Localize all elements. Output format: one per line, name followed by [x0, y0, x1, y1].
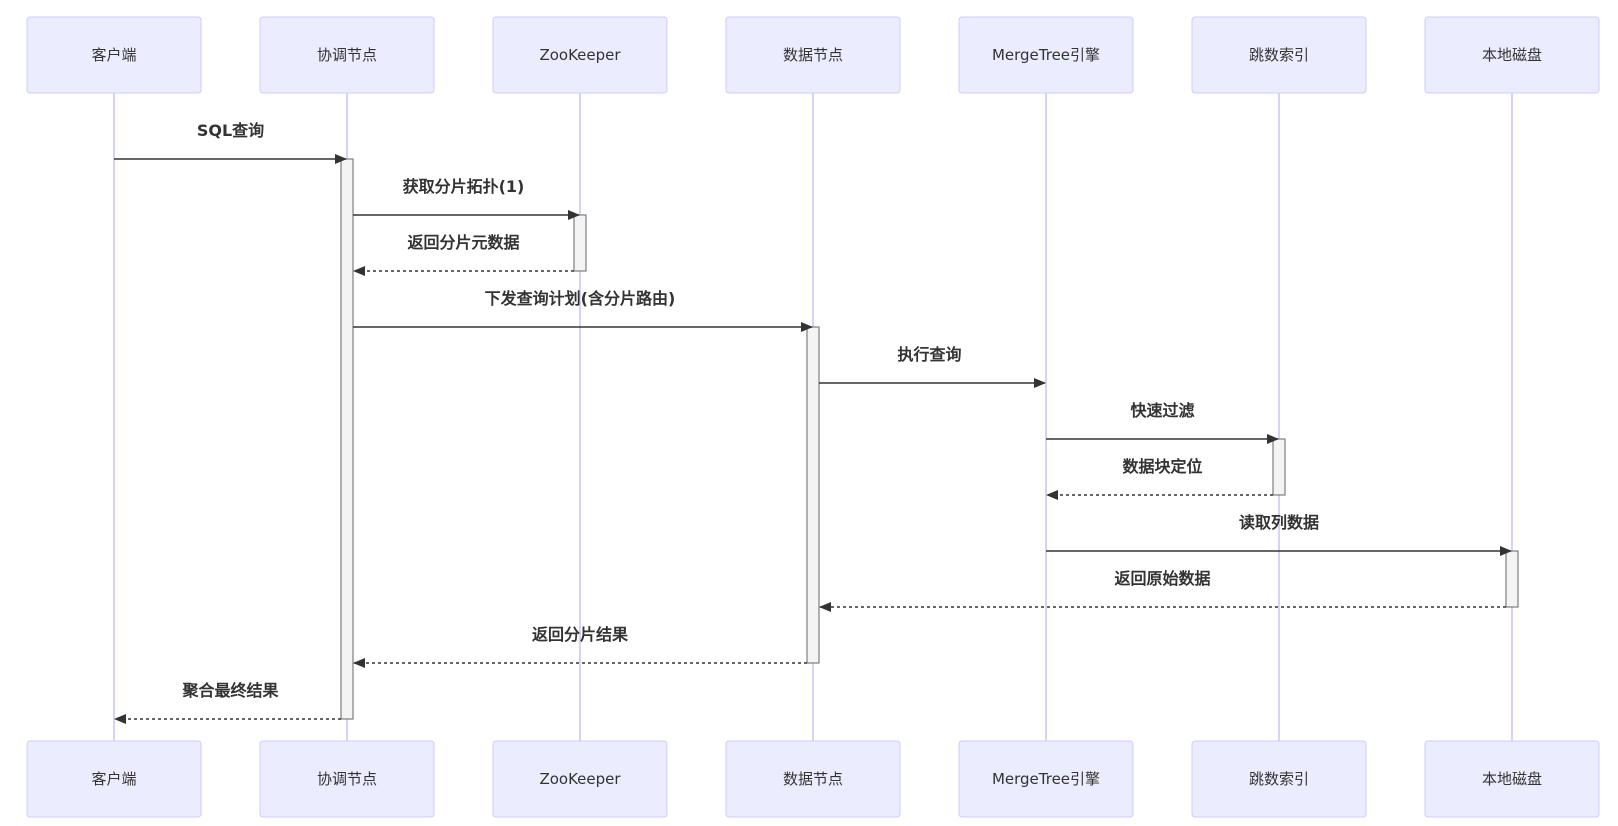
participant-label: 协调节点	[317, 46, 377, 64]
message-label: 读取列数据	[1239, 513, 1319, 532]
participant-label: 跳数索引	[1249, 46, 1309, 64]
activation-bar-datanode	[806, 326, 820, 664]
participant-coordinator-top: 协调节点	[259, 16, 435, 94]
participant-zookeeper-top: ZooKeeper	[492, 16, 668, 94]
message-5: 执行查询	[819, 345, 1046, 388]
participant-label: MergeTree引擎	[992, 46, 1100, 64]
participant-box	[492, 740, 668, 818]
participant-mergetree-bottom: MergeTree引擎	[958, 740, 1134, 818]
participant-box	[1191, 740, 1367, 818]
participant-label: ZooKeeper	[539, 770, 621, 788]
participant-box	[1191, 16, 1367, 94]
activation-bars	[340, 158, 1519, 720]
message-10: 返回分片结果	[353, 625, 807, 668]
participants-bottom: 客户端 协调节点 ZooKeeper 数据节点 MergeTree引擎 跳数索引 本地磁盘	[26, 740, 1600, 818]
participant-box	[259, 16, 435, 94]
participant-datanode-bottom: 数据节点	[725, 740, 901, 818]
participant-disk-bottom: 本地磁盘	[1424, 740, 1600, 818]
message-label: 快速过滤	[1130, 401, 1194, 420]
message-11: 聚合最终结果	[114, 681, 341, 724]
participant-coordinator-bottom: 协调节点	[259, 740, 435, 818]
activation-bar-skipindex	[1272, 438, 1286, 496]
message-label: 返回原始数据	[1114, 569, 1210, 588]
participant-box	[725, 740, 901, 818]
activation-bar-coordinator	[340, 158, 354, 720]
message-label: 执行查询	[897, 345, 961, 364]
message-label: 返回分片结果	[532, 625, 628, 644]
participant-client-top: 客户端	[26, 16, 202, 94]
message-label: 数据块定位	[1122, 457, 1202, 476]
participant-skipindex-bottom: 跳数索引	[1191, 740, 1367, 818]
activation-bar-zookeeper	[573, 214, 587, 272]
message-7: 数据块定位	[1046, 457, 1273, 500]
message-label: SQL查询	[197, 121, 264, 140]
message-label: 下发查询计划(含分片路由)	[485, 289, 676, 308]
participant-label: 协调节点	[317, 770, 377, 788]
message-3: 返回分片元数据	[353, 233, 574, 276]
participant-label: 本地磁盘	[1482, 770, 1542, 788]
participants-top: 客户端 协调节点 ZooKeeper 数据节点 MergeTree引擎 跳数索引 本地磁盘	[26, 16, 1600, 94]
message-9: 返回原始数据	[819, 569, 1506, 612]
participant-label: 客户端	[91, 46, 136, 64]
message-label: 聚合最终结果	[181, 681, 278, 700]
participant-label: ZooKeeper	[539, 46, 621, 64]
participant-label: 数据节点	[783, 46, 843, 64]
participant-box	[492, 16, 668, 94]
participant-label: 数据节点	[783, 770, 843, 788]
message-8: 读取列数据	[1046, 513, 1512, 556]
participant-label: 跳数索引	[1249, 770, 1309, 788]
participant-disk-top: 本地磁盘	[1424, 16, 1600, 94]
participant-box	[958, 16, 1134, 94]
participant-box	[26, 740, 202, 818]
participant-label: MergeTree引擎	[992, 770, 1100, 788]
message-label: 返回分片元数据	[407, 233, 519, 252]
activation-bar-disk	[1505, 550, 1519, 608]
participant-box	[725, 16, 901, 94]
participant-box	[259, 740, 435, 818]
message-4: 下发查询计划(含分片路由)	[353, 289, 813, 332]
participant-client-bottom: 客户端	[26, 740, 202, 818]
participant-box	[26, 16, 202, 94]
message-2: 获取分片拓扑(1)	[353, 177, 580, 220]
participant-label: 本地磁盘	[1482, 46, 1542, 64]
participant-zookeeper-bottom: ZooKeeper	[492, 740, 668, 818]
participant-label: 客户端	[91, 770, 136, 788]
participant-box	[1424, 740, 1600, 818]
message-label: 获取分片拓扑(1)	[403, 177, 525, 196]
participant-box	[958, 740, 1134, 818]
participant-box	[1424, 16, 1600, 94]
message-6: 快速过滤	[1046, 401, 1279, 444]
participant-skipindex-top: 跳数索引	[1191, 16, 1367, 94]
participant-datanode-top: 数据节点	[725, 16, 901, 94]
participant-mergetree-top: MergeTree引擎	[958, 16, 1134, 94]
message-1: SQL查询	[114, 121, 347, 164]
